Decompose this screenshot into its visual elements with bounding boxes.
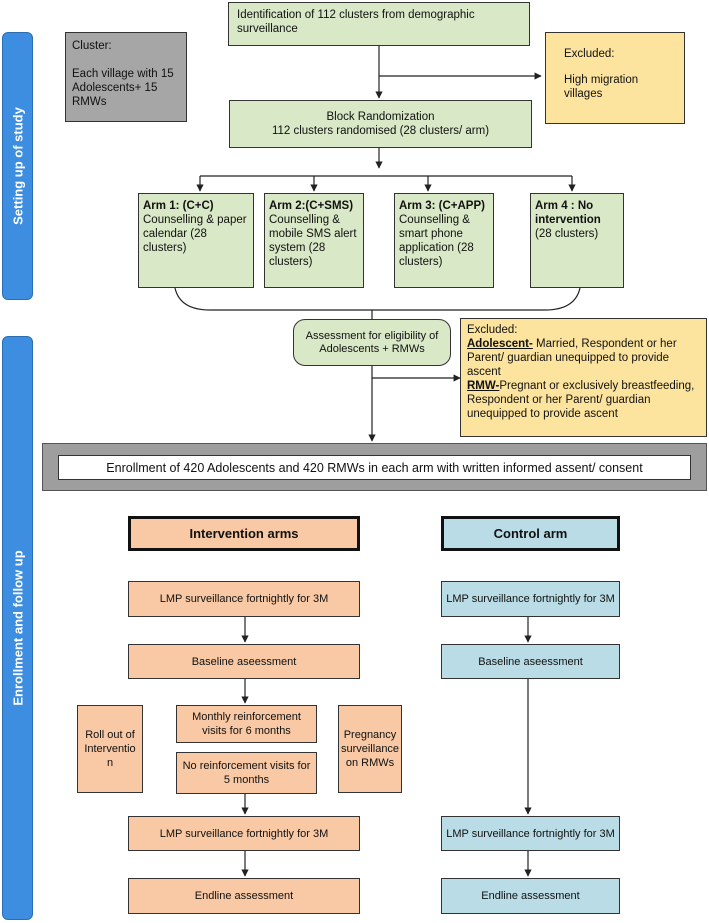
randomization-text: 112 clusters randomised (28 clusters/ ar… (271, 125, 490, 137)
int-baseline-box: Baseline aseessment (128, 644, 360, 679)
int-noreinf-text: No reinforcement visits for 5 months (182, 760, 311, 786)
cluster-box: Cluster: Each village with 15 Adolescent… (65, 32, 187, 122)
int-rollout-box: Roll out of Interventio n (77, 705, 143, 793)
ctl-baseline-text: Baseline aseessment (478, 655, 583, 668)
excluded-rmw-item: RMW-Pregnant or exclusively breastfeedin… (467, 379, 700, 421)
phase-setup-bar: Setting up of study (2, 32, 33, 300)
excluded-adolescent-text: Married, Respondent or her Parent/ guard… (467, 338, 677, 378)
arm-3-text: Counselling & smart phone application (2… (399, 214, 474, 268)
ctl-endline-box: Endline assessment (441, 878, 620, 914)
int-noreinf-box: No reinforcement visits for 5 months (176, 752, 317, 794)
identification-box: Identification of 112 clusters from demo… (228, 2, 530, 46)
arm-4-box: Arm 4 : No intervention (28 clusters) (530, 193, 624, 288)
ctl-endline-text: Endline assessment (481, 890, 580, 902)
arm-1-box: Arm 1: (C+C) Counselling & paper calenda… (138, 193, 254, 288)
ctl-lmp2-text: LMP surveillance fortnightly for 3M (446, 827, 615, 840)
int-baseline-text: Baseline aseessment (191, 655, 297, 668)
arm-4-title: Arm 4 : No intervention (535, 200, 601, 226)
ctl-baseline-box: Baseline aseessment (441, 644, 620, 679)
int-lmp2-box: LMP surveillance fortnightly for 3M (128, 816, 360, 851)
arms-brace (174, 287, 581, 311)
arm-2-title: Arm 2:(C+SMS) (269, 200, 354, 212)
excluded-rmw-label: RMW- (467, 380, 500, 392)
control-header-text: Control arm (493, 526, 568, 541)
int-endline-box: Endline assessment (128, 878, 360, 914)
ctl-lmp1-box: LMP surveillance fortnightly for 3M (441, 581, 620, 617)
excluded-adolescent-label: Adolescent- (467, 338, 533, 350)
int-pregnancy-text: Pregnancy surveillance on RMWs (340, 729, 400, 769)
cluster-title: Cluster: (72, 40, 112, 52)
int-lmp2-text: LMP surveillance fortnightly for 3M (159, 827, 329, 840)
int-pregnancy-box: Pregnancy surveillance on RMWs (338, 705, 402, 793)
ctl-lmp2-box: LMP surveillance fortnightly for 3M (441, 816, 620, 851)
intervention-header: Intervention arms (128, 516, 360, 551)
arm-1-title: Arm 1: (C+C) (143, 200, 214, 212)
phase-setup-label: Setting up of study (10, 107, 25, 225)
int-monthly-box: Monthly reinforcement visits for 6 month… (176, 705, 317, 743)
assessment-box: Assessment for eligibility of Adolescent… (293, 319, 451, 366)
phase-enrollment-label: Enrollment and follow up (10, 550, 25, 706)
excluded-mid-title: Excluded: (467, 324, 518, 336)
excluded-top-text: High migration villages (564, 74, 639, 100)
phase-enrollment-bar: Enrollment and follow up (2, 336, 33, 920)
control-header: Control arm (441, 516, 620, 551)
identification-text: Identification of 112 clusters from demo… (237, 9, 475, 35)
excluded-top-box: Excluded: High migration villages (545, 32, 685, 124)
arm-3-title: Arm 3: (C+APP) (399, 200, 485, 212)
int-lmp1-box: LMP surveillance fortnightly for 3M (128, 581, 360, 617)
intervention-header-text: Intervention arms (189, 526, 299, 541)
arm-1-text: Counselling & paper calendar (28 cluster… (143, 214, 247, 254)
int-endline-text: Endline assessment (194, 890, 294, 902)
excluded-rmw-text: Pregnant or exclusively breastfeeding, R… (467, 380, 695, 420)
arm-2-text: Counselling & mobile SMS alert system (2… (269, 214, 357, 268)
arm-4-text: (28 clusters) (535, 228, 599, 240)
randomization-box: Block Randomization 112 clusters randomi… (229, 100, 532, 148)
excluded-top-title: Excluded: (564, 48, 615, 60)
int-rollout-text: Roll out of Interventio n (84, 729, 136, 769)
enrollment-box: Enrollment of 420 Adolescents and 420 RM… (58, 455, 691, 480)
randomization-title: Block Randomization (326, 111, 435, 123)
excluded-mid-box: Excluded: Adolescent- Married, Responden… (460, 318, 707, 437)
int-lmp1-text: LMP surveillance fortnightly for 3M (159, 593, 329, 605)
enrollment-frame: Enrollment of 420 Adolescents and 420 RM… (42, 443, 707, 491)
excluded-adolescent-item: Adolescent- Married, Respondent or her P… (467, 337, 700, 379)
cluster-text: Each village with 15 Adolescents+ 15 RMW… (72, 68, 174, 108)
enrollment-text: Enrollment of 420 Adolescents and 420 RM… (106, 460, 643, 475)
int-monthly-text: Monthly reinforcement visits for 6 month… (192, 711, 301, 737)
arm-3-box: Arm 3: (C+APP) Counselling & smart phone… (394, 193, 494, 288)
assessment-text: Assessment for eligibility of Adolescent… (305, 329, 439, 355)
arm-2-box: Arm 2:(C+SMS) Counselling & mobile SMS a… (264, 193, 364, 288)
ctl-lmp1-text: LMP surveillance fortnightly for 3M (446, 593, 615, 605)
